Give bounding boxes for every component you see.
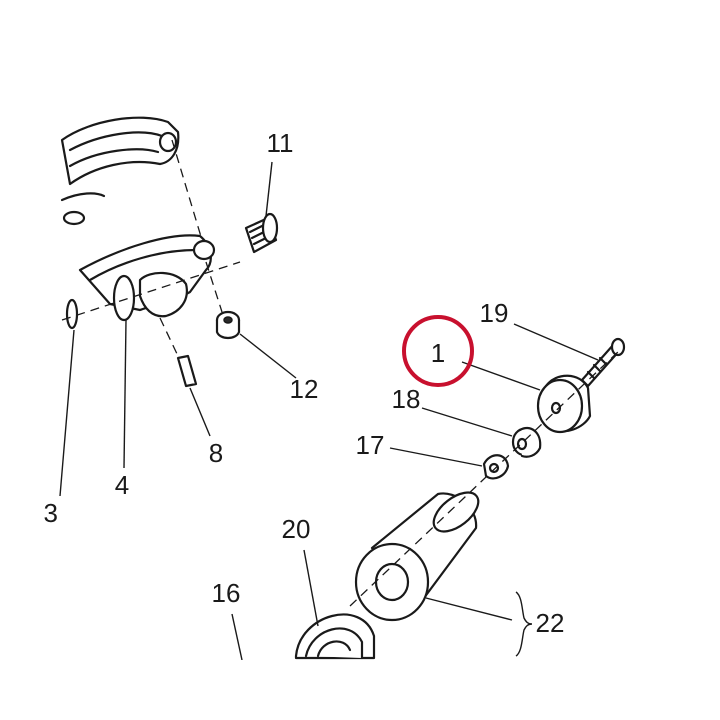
callout-16: 16 xyxy=(212,578,241,608)
part-19-bolt xyxy=(580,337,626,388)
callout-4: 4 xyxy=(115,470,129,500)
callout-3: 3 xyxy=(44,498,58,528)
leader-lines xyxy=(59,161,599,661)
callout-12: 12 xyxy=(290,374,319,404)
part-11-plug xyxy=(244,212,279,254)
callout-1: 1 xyxy=(431,338,445,368)
part-18-spacer xyxy=(511,426,542,458)
callout-11: 11 xyxy=(267,128,294,158)
part-1-end-weight xyxy=(536,374,592,434)
clamp-upper-part xyxy=(60,116,180,226)
callout-19: 19 xyxy=(480,298,509,328)
part-22-grip xyxy=(354,491,480,622)
callout-17: 17 xyxy=(356,430,385,460)
part-12-screw xyxy=(215,310,241,340)
left-assembly-axes xyxy=(61,139,241,357)
callout-8: 8 xyxy=(209,438,223,468)
right-assembly-axis xyxy=(349,349,621,607)
part-20-ring xyxy=(294,613,376,660)
callout-22: 22 xyxy=(536,608,565,638)
page-bottom-margin xyxy=(0,660,720,720)
callout-20: 20 xyxy=(282,514,311,544)
part-4-o-ring xyxy=(65,298,79,330)
part-8-pin xyxy=(176,354,198,388)
part-1-highlight-circle xyxy=(402,315,474,387)
callout-18: 18 xyxy=(392,384,421,414)
clamp-lower-body xyxy=(78,234,216,322)
